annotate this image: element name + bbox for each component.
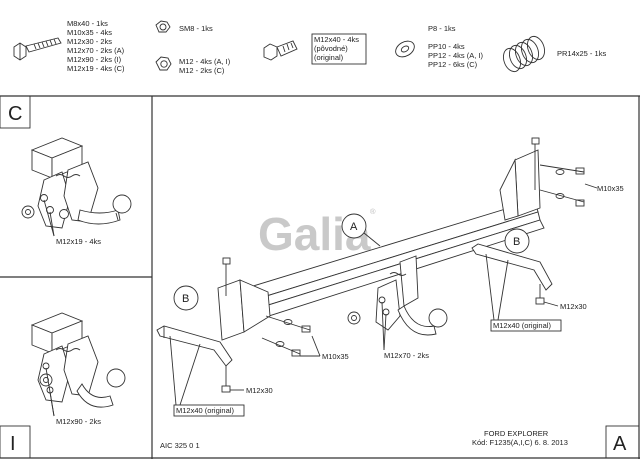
vehicle-name: FORD EXPLORER [484, 429, 549, 438]
m12x30-left-label: M12x30 [246, 386, 273, 395]
m10x35-right-label: M10x35 [597, 184, 624, 193]
m12x40-left-label: M12x40 (original) [176, 406, 234, 415]
kit-code: Kód: F1235(A,I,C) 6. 8. 2013 [472, 438, 568, 447]
galia-logo-mark: ® [370, 207, 376, 216]
m12x40-box-line: (original) [314, 53, 344, 62]
bolt-list-item: M10x35 - 4ks [67, 28, 112, 37]
parts-list: M8x40 - 1ks M10x35 - 4ks M12x30 - 2ks M1… [13, 19, 606, 75]
m12x40-right-box [490, 319, 562, 332]
callout-b-right: B [504, 228, 530, 254]
panel-c: C M12x19 - 4ks [0, 95, 132, 246]
panel-i-bolt-label: M12x90 - 2ks [56, 417, 101, 426]
callout-a: A [341, 213, 381, 247]
m12x40-box [311, 33, 367, 65]
callout-b-left: B [173, 285, 199, 311]
lock-nut-icon [155, 20, 171, 33]
bolt-icon [13, 37, 62, 61]
panel-c-bolt-label: M12x19 - 4ks [56, 237, 101, 246]
panel-i-label: I [10, 433, 16, 455]
panel-a-label: A [613, 433, 627, 455]
panel-c-label: C [8, 103, 22, 125]
m12x70-label: M12x70 - 2ks [384, 351, 429, 360]
m12x30-right-label: M12x30 [560, 302, 587, 311]
washer-list-item: PP12 - 4ks (A, I) [428, 51, 484, 60]
spring-label: PR14x25 - 1ks [557, 49, 606, 58]
nut-icon [155, 56, 172, 71]
svg-text:A: A [350, 221, 358, 233]
m12-nut-item: M12 - 2ks (C) [179, 66, 225, 75]
bolt-list-item: M12x70 - 2ks (A) [67, 46, 125, 55]
m12x40-left-box [173, 404, 245, 417]
main-view: Galia ® [156, 137, 640, 459]
bolt-list-item: M8x40 - 1ks [67, 19, 108, 28]
washer-list-item: P8 - 1ks [428, 24, 456, 33]
spring-icon [502, 35, 546, 73]
bolt-list-item: M12x90 - 2ks (I) [67, 55, 122, 64]
m12x40-box-line: (pôvodné) [314, 44, 348, 53]
drawing-frames [0, 95, 640, 459]
bolt-list-item: M12x30 - 2ks [67, 37, 112, 46]
washer-icon [395, 40, 415, 58]
drawing-code: AIC 325 0 1 [160, 441, 200, 450]
title-block: AIC 325 0 1 FORD EXPLORER Kód: F1235(A,I… [160, 429, 568, 450]
panel-i: I M12x90 - 2ks [0, 312, 126, 459]
svg-text:B: B [513, 236, 520, 248]
m12x40-box-line: M12x40 - 4ks [314, 35, 359, 44]
washer-list-item: PP10 - 4ks [428, 42, 465, 51]
m12-nut-item: M12 - 4ks (A, I) [179, 57, 231, 66]
svg-text:B: B [182, 293, 189, 305]
bolt-list-item: M12x19 - 4ks (C) [67, 64, 125, 73]
m10x35-center-label: M10x35 [322, 352, 349, 361]
short-bolt-icon [263, 40, 298, 61]
washer-list-item: PP12 - 6ks (C) [428, 60, 478, 69]
sm8-label: SM8 - 1ks [179, 24, 213, 33]
m12x40-right-label: M12x40 (original) [493, 321, 551, 330]
